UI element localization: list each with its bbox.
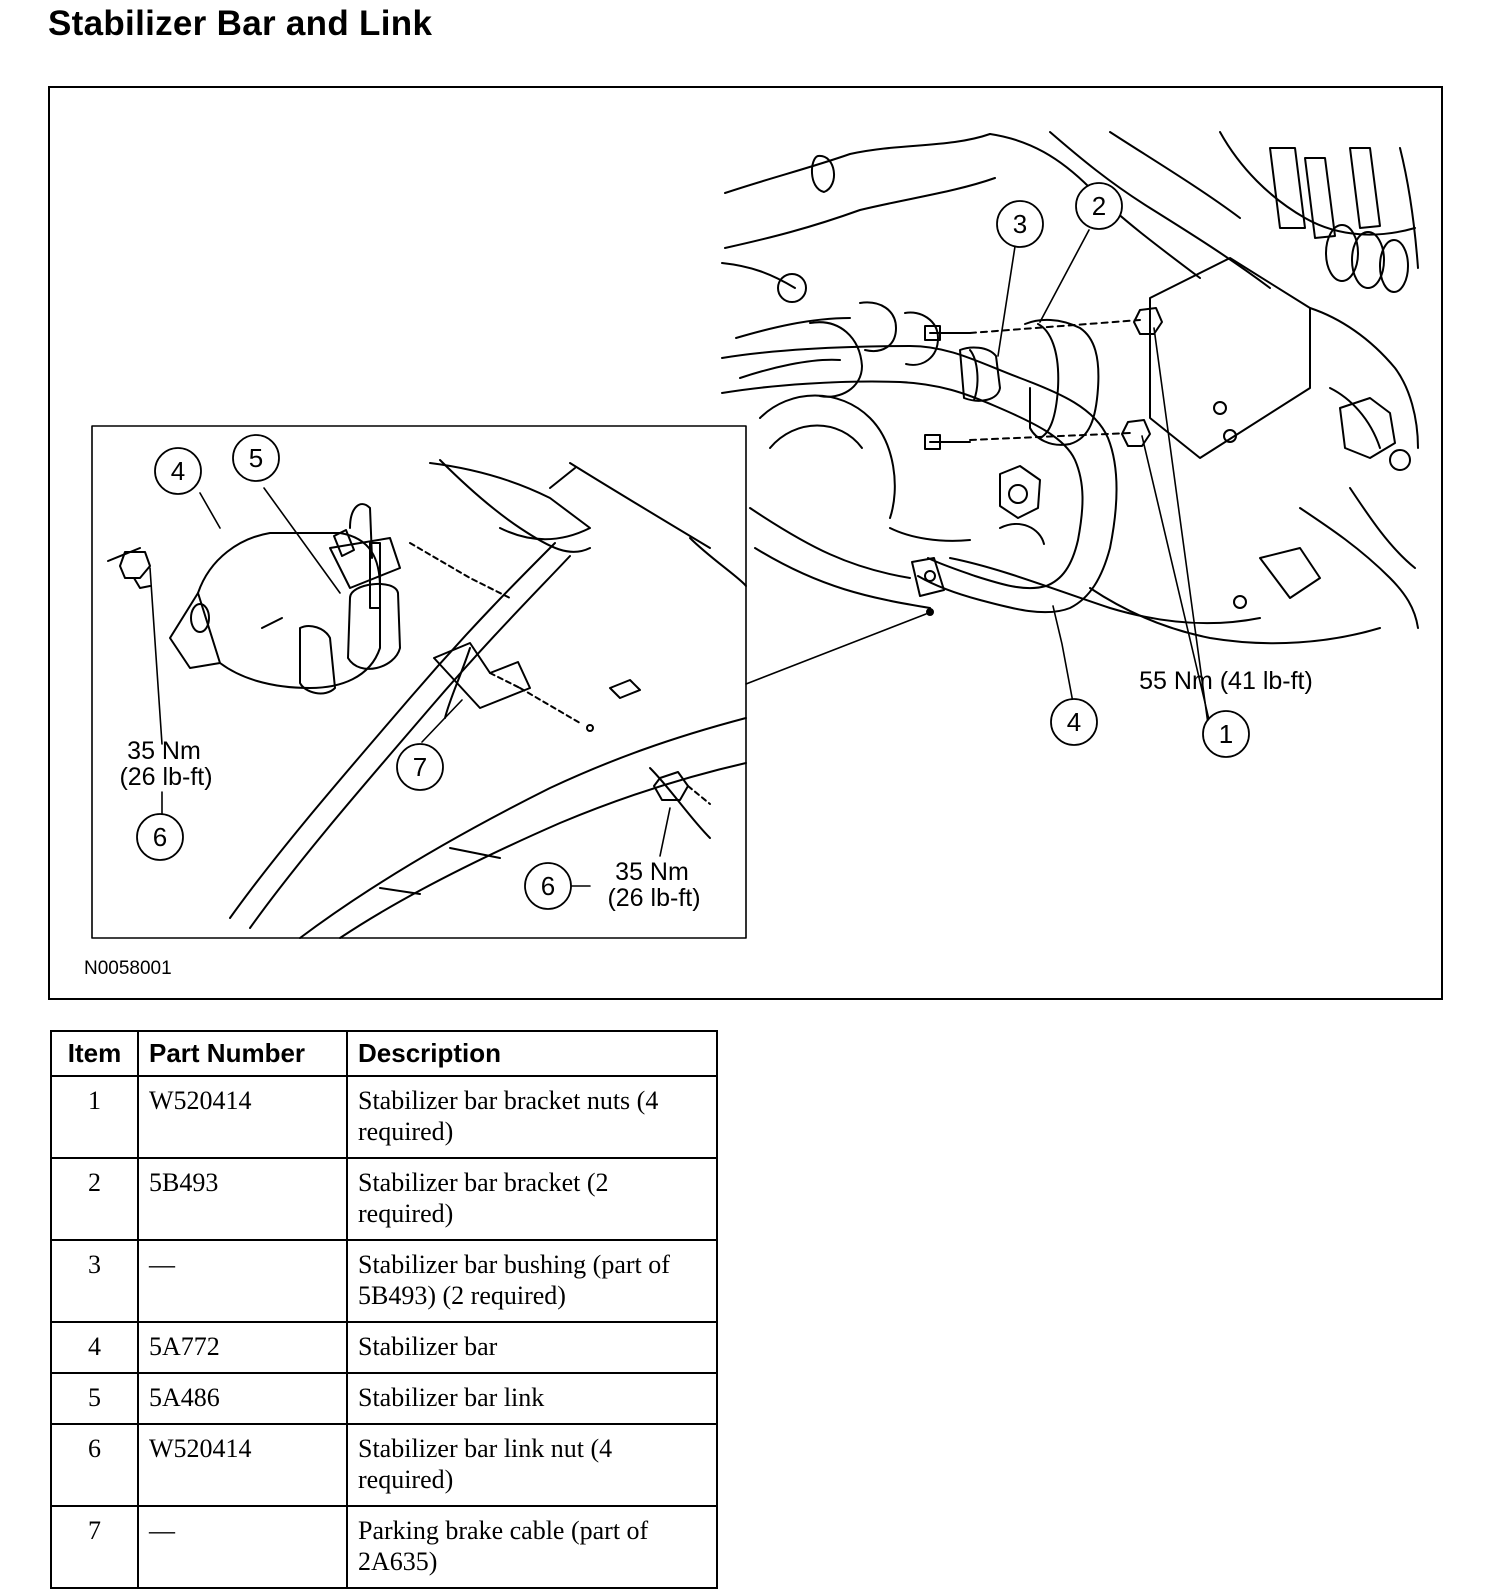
callout-6-inset [136, 813, 184, 861]
stabilizer-bar-main [721, 345, 1118, 616]
torque-link-nut-right-nm: 35 Nm [615, 858, 689, 886]
table-row: 1 W520414 Stabilizer bar bracket nuts (4… [50, 1075, 718, 1159]
cell-item: 1 [50, 1075, 139, 1159]
cell-part-number: 5A772 [137, 1321, 348, 1374]
header-part-number: Part Number [137, 1030, 348, 1077]
table-row: 6 W520414 Stabilizer bar link nut (4 req… [50, 1423, 718, 1507]
callout-1 [1202, 710, 1250, 758]
callout-number-3: 3 [1013, 209, 1027, 239]
callout-numbers: 3 2 4 1 4 5 7 6 6 [153, 191, 1233, 901]
cell-part-number: — [137, 1239, 348, 1323]
table-row: 2 5B493 Stabilizer bar bracket (2 requir… [50, 1157, 718, 1241]
figure-frame: 3 2 4 1 4 5 7 6 6 55 Nm (41 lb-ft) 35 Nm… [48, 86, 1443, 1000]
cell-description: Stabilizer bar link nut (4 required) [346, 1423, 718, 1507]
callout-number-6-inset: 6 [153, 822, 167, 852]
detail-inset [91, 425, 747, 939]
cell-item: 3 [50, 1239, 139, 1323]
cell-part-number: 5B493 [137, 1157, 348, 1241]
cell-part-number: — [137, 1505, 348, 1589]
cell-item: 5 [50, 1372, 139, 1425]
torque-labels: 55 Nm (41 lb-ft) 35 Nm (26 lb-ft) 35 Nm … [119, 667, 1312, 912]
table-row: 5 5A486 Stabilizer bar link [50, 1372, 718, 1425]
callout-number-4-main: 4 [1067, 707, 1081, 737]
cell-description: Stabilizer bar [346, 1321, 718, 1374]
header-item: Item [50, 1030, 139, 1077]
callout-number-4-inset: 4 [171, 456, 185, 486]
table-row: 3 — Stabilizer bar bushing (part of 5B49… [50, 1239, 718, 1323]
cell-description: Stabilizer bar bracket (2 required) [346, 1157, 718, 1241]
table-row: 7 — Parking brake cable (part of 2A635) [50, 1505, 718, 1589]
callout-number-1: 1 [1219, 719, 1233, 749]
callout-6-right [524, 862, 572, 910]
callout-2 [1075, 182, 1123, 230]
callout-number-7: 7 [413, 752, 427, 782]
torque-link-nut-left-lbft: (26 lb-ft) [119, 763, 212, 791]
callout-number-6-right: 6 [541, 871, 555, 901]
torque-link-nut-left-nm: 35 Nm [127, 737, 201, 765]
parts-table: Item Part Number Description 1 W520414 S… [50, 1030, 718, 1589]
leader-lines-main [745, 229, 1211, 725]
cell-description: Stabilizer bar bushing (part of 5B493) (… [346, 1239, 718, 1323]
cell-description: Stabilizer bar link [346, 1372, 718, 1425]
table-row: 4 5A772 Stabilizer bar [50, 1321, 718, 1374]
cell-part-number: W520414 [137, 1075, 348, 1159]
exploded-view-illustration: 3 2 4 1 4 5 7 6 6 55 Nm (41 lb-ft) 35 Nm… [84, 131, 1419, 979]
cell-item: 7 [50, 1505, 139, 1589]
cell-part-number: 5A486 [137, 1372, 348, 1425]
callout-3 [996, 200, 1044, 248]
cell-item: 6 [50, 1423, 139, 1507]
table-header-row: Item Part Number Description [50, 1030, 718, 1077]
callouts [136, 182, 1250, 910]
stabilizer-bar-bracket [924, 307, 1163, 545]
callout-4-inset [154, 447, 202, 495]
torque-link-nut-right-lbft: (26 lb-ft) [607, 884, 700, 912]
callout-number-5: 5 [249, 443, 263, 473]
page-title: Stabilizer Bar and Link [48, 4, 433, 43]
cell-item: 4 [50, 1321, 139, 1374]
figure-id: N0058001 [84, 958, 172, 979]
cell-part-number: W520414 [137, 1423, 348, 1507]
torque-bracket-nuts: 55 Nm (41 lb-ft) [1139, 667, 1313, 695]
callout-7 [396, 743, 444, 791]
leader-lines-inset [149, 487, 671, 887]
callout-4-main [1050, 698, 1098, 746]
cell-item: 2 [50, 1157, 139, 1241]
cell-description: Parking brake cable (part of 2A635) [346, 1505, 718, 1589]
underbody-structure [721, 131, 1419, 645]
cell-description: Stabilizer bar bracket nuts (4 required) [346, 1075, 718, 1159]
header-description: Description [346, 1030, 718, 1077]
callout-5 [232, 434, 280, 482]
callout-number-2: 2 [1092, 191, 1106, 221]
